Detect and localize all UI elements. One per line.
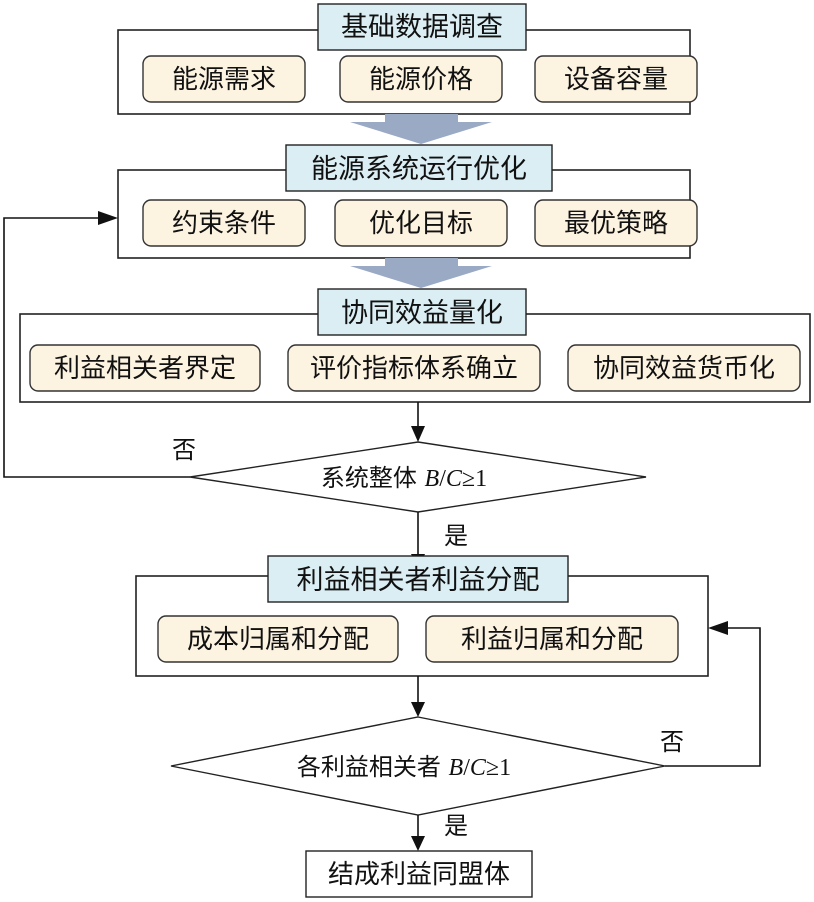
section-title-box xyxy=(285,144,553,192)
item-stakeholder-definition: 利益相关者界定 xyxy=(54,354,236,384)
item-optimization-objective: 优化目标 xyxy=(369,209,473,239)
item-box xyxy=(425,615,679,663)
section-basic-data-survey: 基础数据调查 能源需求 能源价格 设备容量 xyxy=(117,3,698,115)
decision-condition: 系统整体 B/C≥1 xyxy=(321,464,487,492)
item-energy-demand: 能源需求 xyxy=(172,65,276,95)
section-title: 基础数据调查 xyxy=(341,12,503,43)
section-title-box xyxy=(317,288,527,336)
decision-stakeholder-bc: 各利益相关者 B/C≥1 xyxy=(170,716,666,816)
section-title: 能源系统运行优化 xyxy=(311,154,527,185)
final-label: 结成利益同盟体 xyxy=(328,860,510,890)
section-title-box xyxy=(267,555,569,603)
final-box xyxy=(305,850,533,898)
decision-condition: 各利益相关者 B/C≥1 xyxy=(297,753,511,781)
section-title: 协同效益量化 xyxy=(341,298,503,329)
item-benefit-attribution: 利益归属和分配 xyxy=(461,625,643,655)
decision-yes-label: 是 xyxy=(444,812,468,840)
final-step: 结成利益同盟体 xyxy=(305,850,533,898)
item-box xyxy=(157,615,399,663)
item-constraints: 约束条件 xyxy=(172,209,276,239)
arrowhead xyxy=(708,621,728,635)
item-box xyxy=(29,344,261,392)
item-energy-price: 能源价格 xyxy=(369,65,473,95)
section-energy-system-optimization: 能源系统运行优化 约束条件 优化目标 最优策略 xyxy=(117,144,698,259)
item-box xyxy=(287,344,541,392)
section-benefit-allocation: 利益相关者利益分配 成本归属和分配 利益归属和分配 xyxy=(135,555,709,677)
section-title-box xyxy=(317,3,527,51)
item-box xyxy=(334,199,508,247)
no-feedback-line xyxy=(3,217,190,478)
section-title: 利益相关者利益分配 xyxy=(297,565,540,596)
item-equipment-capacity: 设备容量 xyxy=(564,65,668,95)
item-optimal-strategy: 最优策略 xyxy=(564,209,668,239)
item-box xyxy=(534,55,698,103)
item-box xyxy=(142,55,306,103)
section-synergy-quantification: 协同效益量化 利益相关者界定 评价指标体系确立 协同效益货币化 xyxy=(19,288,811,403)
arrowhead xyxy=(411,702,425,717)
connector-down-arrow xyxy=(350,258,492,288)
item-synergy-monetization: 协同效益货币化 xyxy=(593,354,775,384)
no-feedback-line xyxy=(665,627,761,767)
connector-down-arrow xyxy=(350,114,492,144)
item-box xyxy=(142,199,306,247)
arrowhead xyxy=(98,211,118,225)
item-box xyxy=(567,344,801,392)
item-box xyxy=(339,55,503,103)
arrowhead xyxy=(411,426,425,442)
item-indicator-system: 评价指标体系确立 xyxy=(310,354,518,384)
decision-system-bc: 系统整体 B/C≥1 xyxy=(189,441,647,513)
item-cost-attribution: 成本归属和分配 xyxy=(187,625,369,655)
decision-yes-label: 是 xyxy=(444,522,468,550)
decision-no-label: 否 xyxy=(660,728,684,756)
arrowhead xyxy=(411,836,425,851)
item-box xyxy=(534,199,698,247)
decision-no-label: 否 xyxy=(172,436,196,464)
